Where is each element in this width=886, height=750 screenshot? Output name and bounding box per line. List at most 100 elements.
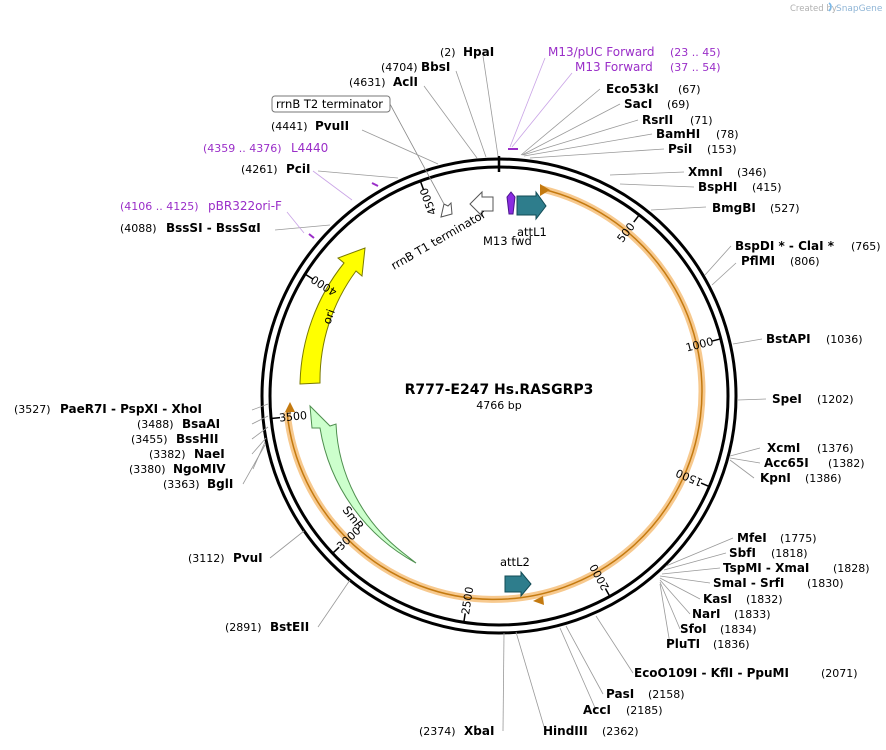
primer-m13-puc-forward: M13/pUC Forward [548, 45, 655, 59]
site-ngomiv: NgoMIV [173, 462, 226, 476]
site-sbfi-pos: (1818) [771, 547, 808, 560]
site-bspdi-clai-pos: (765) [851, 240, 881, 253]
site-pcii-pos: (4261) [241, 163, 278, 176]
site-bspdi-clai: BspDI * - ClaI * [735, 239, 835, 253]
site-bstapi-pos: (1036) [826, 333, 863, 346]
site-tspmi-xmai-pos: (1828) [833, 562, 870, 575]
rrnb-t1-terminator-feature [469, 190, 494, 218]
watermark-brand: SnapGene [836, 4, 883, 14]
site-smai-srfi-pos: (1830) [807, 577, 844, 590]
rrnb-t1-label: rrnB T1 terminator [389, 207, 489, 273]
site-bsshii-pos: (3455) [131, 433, 168, 446]
site-pcii: PciI [286, 162, 311, 176]
site-pvui-pos: (3112) [188, 552, 225, 565]
left-site-leaders [242, 55, 573, 732]
site-hpai: HpaI [463, 45, 494, 59]
site-psii: PsiI [668, 142, 692, 156]
site-kasi-pos: (1832) [746, 593, 783, 606]
site-bstapi: BstAPI [766, 332, 811, 346]
primer-labels: M13/pUC Forward (23 .. 45) M13 Forward (… [120, 45, 721, 213]
site-sbfi: SbfI [729, 546, 756, 560]
tick-label: 3500 [278, 409, 307, 425]
tick-mark [419, 180, 425, 190]
rrnb-t2-leader [389, 103, 445, 205]
site-pflmi: PflMI [741, 254, 775, 268]
site-bamhi-pos: (78) [716, 128, 739, 141]
site-acc65i-pos: (1382) [828, 457, 865, 470]
site-saci: SacI [624, 97, 652, 111]
watermark-text: Created by [790, 4, 837, 14]
snapgene-logo-icon [828, 2, 832, 12]
tick-mark [633, 214, 640, 223]
insert-arc [286, 188, 703, 601]
site-nari: NarI [692, 607, 721, 621]
primer-pbr322ori-f-range: (4106 .. 4125) [120, 200, 199, 213]
site-kasi: KasI [703, 592, 732, 606]
site-sfoi-pos: (1834) [720, 623, 757, 636]
right-site-leaders [515, 88, 767, 731]
site-nari-pos: (1833) [734, 608, 771, 621]
site-sfoi: SfoI [680, 622, 707, 636]
site-bsssi-pos: (4088) [120, 222, 157, 235]
site-naei: NaeI [194, 447, 225, 461]
primer-m13-forward-range: (37 .. 54) [670, 61, 721, 74]
plasmid-size: 4766 bp [476, 399, 521, 412]
tick-label: 4500 [417, 186, 439, 217]
site-kpni-pos: (1386) [805, 472, 842, 485]
insert-end-arrow-icon [285, 402, 295, 412]
primer-l4440: L4440 [291, 141, 328, 155]
site-xmni: XmnI [688, 165, 723, 179]
ori-label: ori [320, 307, 338, 326]
site-bsteii: BstEII [270, 620, 309, 634]
m13-fwd-label: M13 fwd [483, 234, 532, 248]
site-ecoo109i-pos: (2071) [821, 667, 858, 680]
site-acli: AclI [393, 75, 418, 89]
site-bbsi: BbsI [421, 60, 450, 74]
site-hpai-pos: (2) [440, 46, 456, 59]
site-psii-pos: (153) [707, 143, 737, 156]
attl2-label: attL2 [500, 555, 530, 569]
tick-mark [711, 338, 721, 342]
site-ecoo109i-kfli-ppumi: EcoO109I - KflI - PpuMI [634, 666, 789, 680]
site-xcmi-pos: (1376) [817, 442, 854, 455]
left-site-labels: (2) HpaI (4704) BbsI (4631) AclI (4441) … [14, 45, 494, 738]
site-hindiii-pos: (2362) [602, 725, 639, 738]
site-hindiii: HindIII [543, 724, 588, 738]
site-bmgbi-pos: (527) [770, 202, 800, 215]
primer-m13-puc-forward-range: (23 .. 45) [670, 46, 721, 59]
rrnb-t2-label: rrnB T2 terminator [276, 97, 383, 111]
site-rsrii: RsrII [642, 113, 673, 127]
tick-label: 2500 [459, 586, 476, 616]
site-bsssi: BssSI - BssSαI [166, 221, 261, 235]
site-paer7i-pos: (3527) [14, 403, 51, 416]
site-xbai-pos: (2374) [419, 725, 456, 738]
pbr322-primer-mark [308, 233, 315, 239]
site-bgli: BglI [207, 477, 233, 491]
site-bbsi-pos: (4704) [381, 61, 418, 74]
site-pflmi-pos: (806) [790, 255, 820, 268]
site-pvuii: PvuII [315, 119, 349, 133]
site-tspmi-xmai: TspMI - XmaI [723, 561, 809, 575]
site-kpni: KpnI [760, 471, 791, 485]
site-rsrii-pos: (71) [690, 114, 713, 127]
site-pasi-pos: (2158) [648, 688, 685, 701]
site-acci-pos: (2185) [626, 704, 663, 717]
site-saci-pos: (69) [667, 98, 690, 111]
plasmid-name: R777-E247 Hs.RASGRP3 [405, 382, 594, 398]
site-bsteii-pos: (2891) [225, 621, 262, 634]
site-spei: SpeI [772, 392, 802, 406]
rrnb-t2-terminator-feature [440, 201, 453, 218]
site-xmni-pos: (346) [737, 166, 767, 179]
site-acci: AccI [583, 703, 611, 717]
site-acc65i: Acc65I [764, 456, 809, 470]
right-site-labels: Eco53kI (67) SacI (69) RsrII (71) BamHI … [543, 82, 881, 738]
site-ngomiv-pos: (3380) [129, 463, 166, 476]
insert-arrow-icon [533, 596, 544, 605]
tick-mark [304, 273, 314, 280]
site-bsphi-pos: (415) [752, 181, 782, 194]
primer-l4440-range: (4359 .. 4376) [203, 142, 282, 155]
site-pluti-pos: (1836) [713, 638, 750, 651]
attl2-feature [504, 570, 532, 598]
site-bsaai: BsaAI [182, 417, 220, 431]
